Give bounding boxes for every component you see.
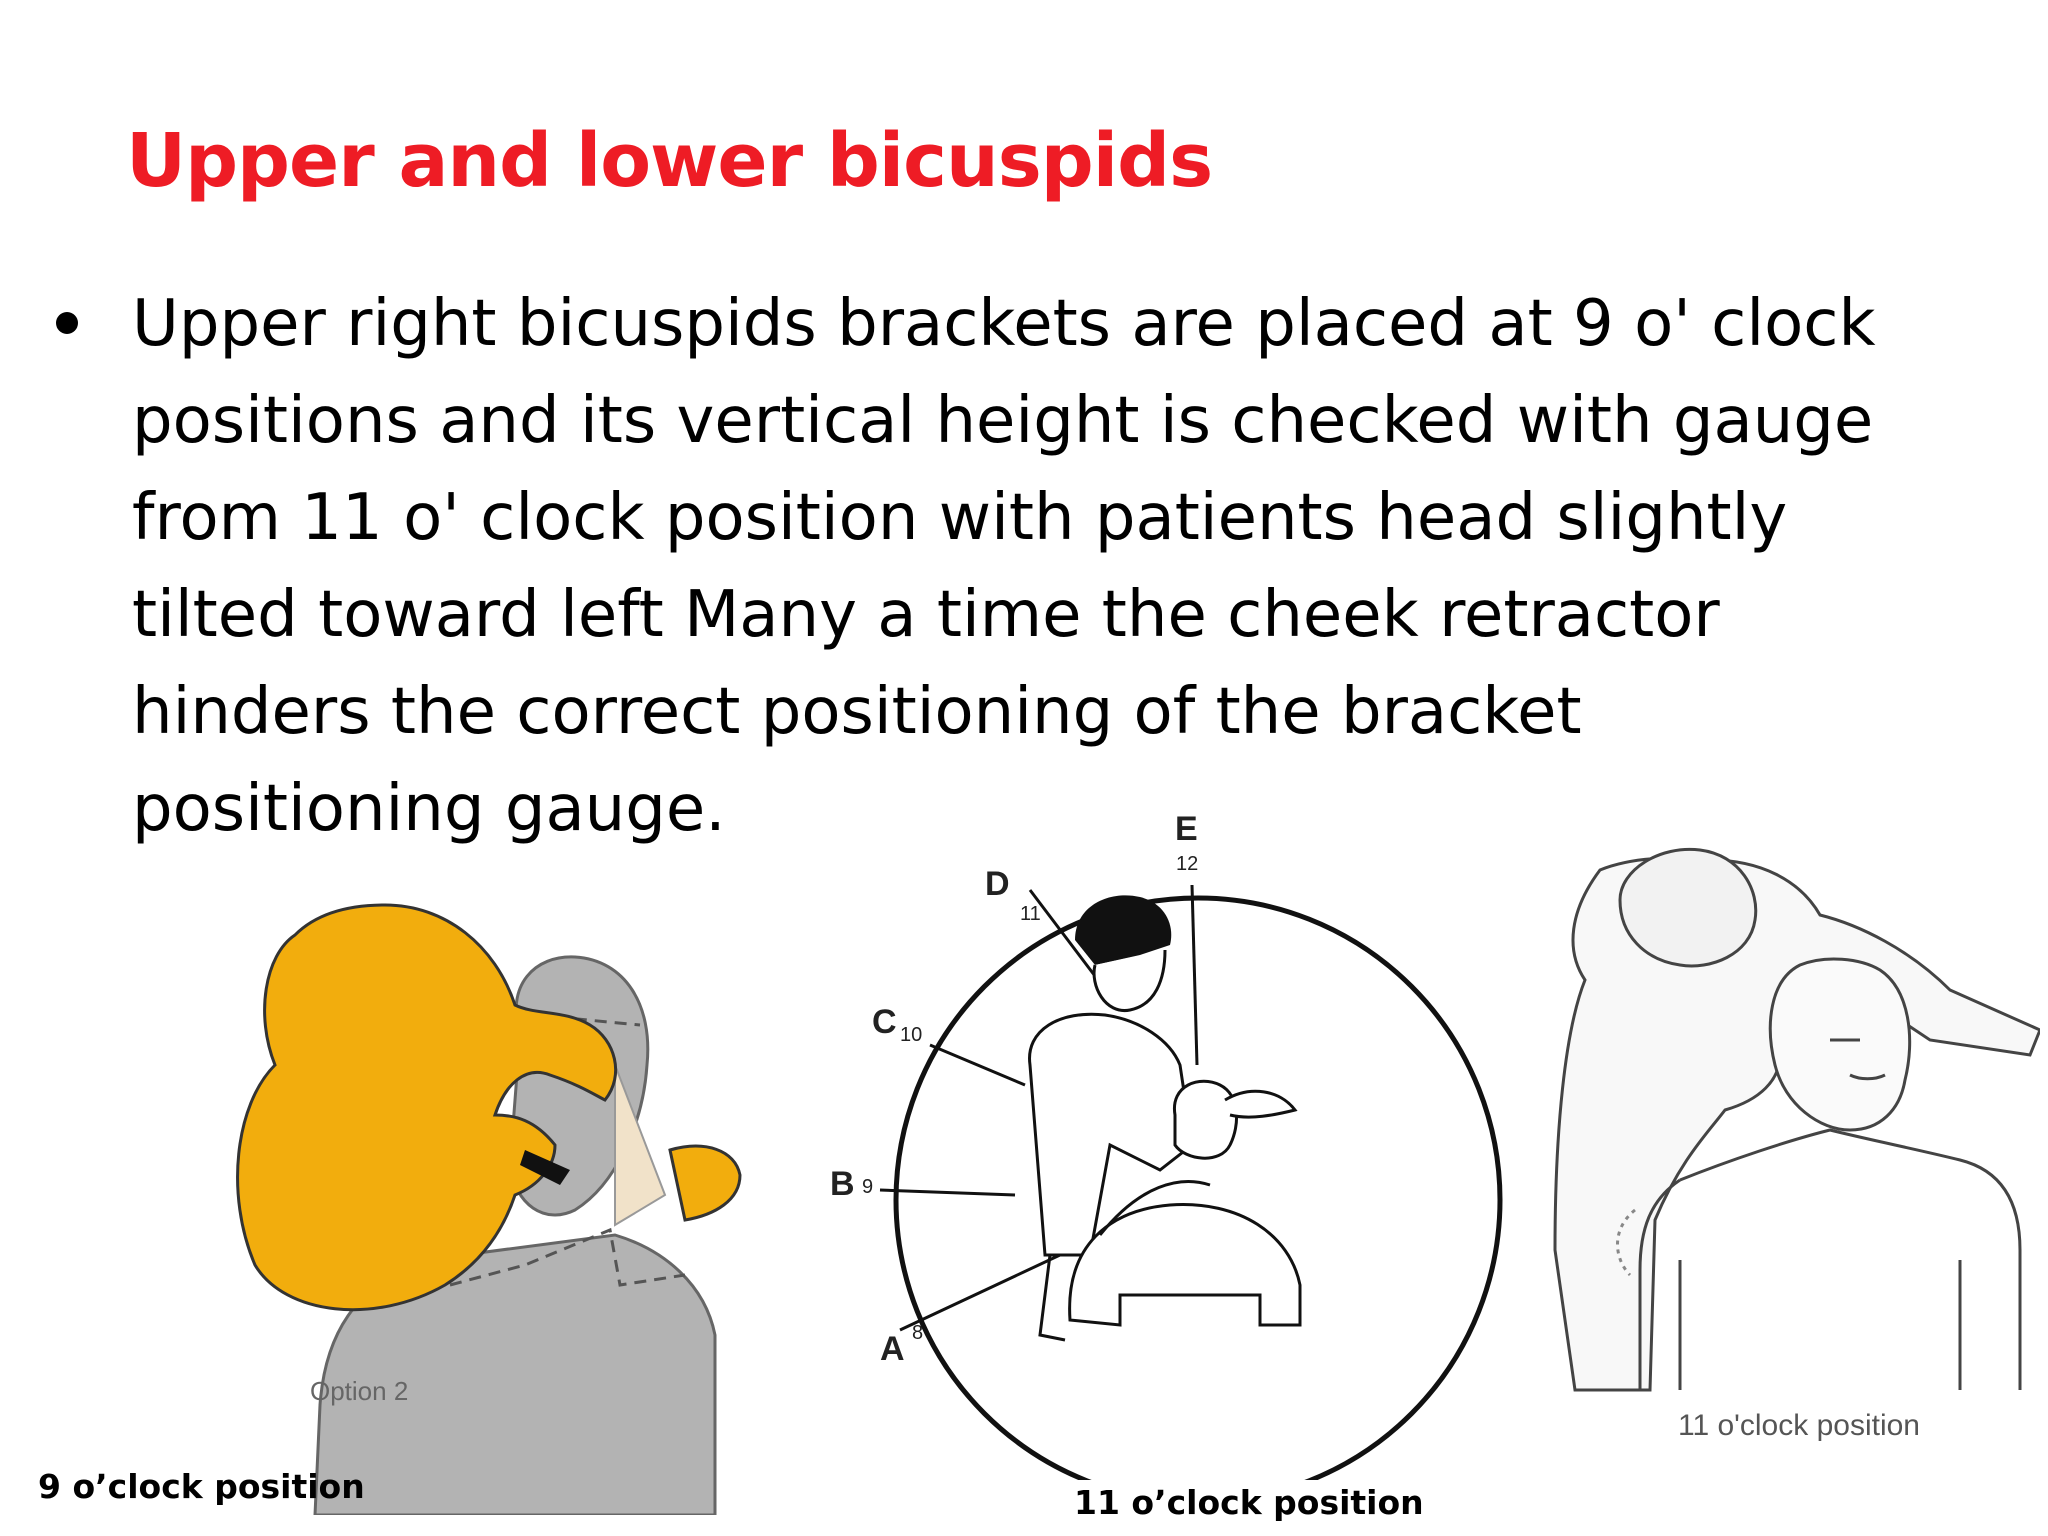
option-label: Option 2 [310, 1376, 408, 1406]
marker-e-number: 12 [1176, 853, 1198, 875]
bullet-text: Upper right bicuspids brackets are place… [132, 287, 1876, 846]
figure-9-oclock: Option 2 [195, 865, 755, 1515]
operator-figure [236, 903, 618, 1312]
slide-title: Upper and lower bicuspids [126, 118, 1213, 204]
clock-circle [893, 895, 1503, 1480]
marker-c-number: 10 [900, 1024, 922, 1046]
marker-b-number: 9 [862, 1176, 873, 1198]
marker-d-number: 11 [1020, 903, 1041, 925]
figure-clock-diagram: E 12 D 11 C 10 B 9 A 8 [820, 815, 1520, 1480]
patient-shoulders [1679, 1128, 2022, 1390]
marker-c-letter: C [872, 1003, 897, 1041]
clinician-hair [1075, 895, 1172, 965]
bullet-marker [56, 312, 78, 334]
caption-11-oclock: 11 o’clock position [1074, 1483, 1424, 1522]
right-figure-label: 11 o'clock position [1678, 1409, 1920, 1442]
figure-11-oclock: 11 o'clock position [1530, 830, 2040, 1470]
patient-head-outline [1768, 957, 1912, 1132]
patient-body-small [1068, 1203, 1302, 1327]
operator-outline [1553, 856, 2040, 1392]
light-cone [614, 1064, 667, 1227]
marker-b-letter: B [830, 1165, 855, 1203]
marker-e-letter: E [1175, 815, 1198, 848]
patient-head-small [1173, 1079, 1239, 1160]
marker-d-letter: D [985, 865, 1010, 903]
marker-a-number: 8 [912, 1322, 923, 1344]
marker-a-letter: A [880, 1330, 905, 1368]
caption-9-oclock: 9 o’clock position [38, 1467, 365, 1506]
